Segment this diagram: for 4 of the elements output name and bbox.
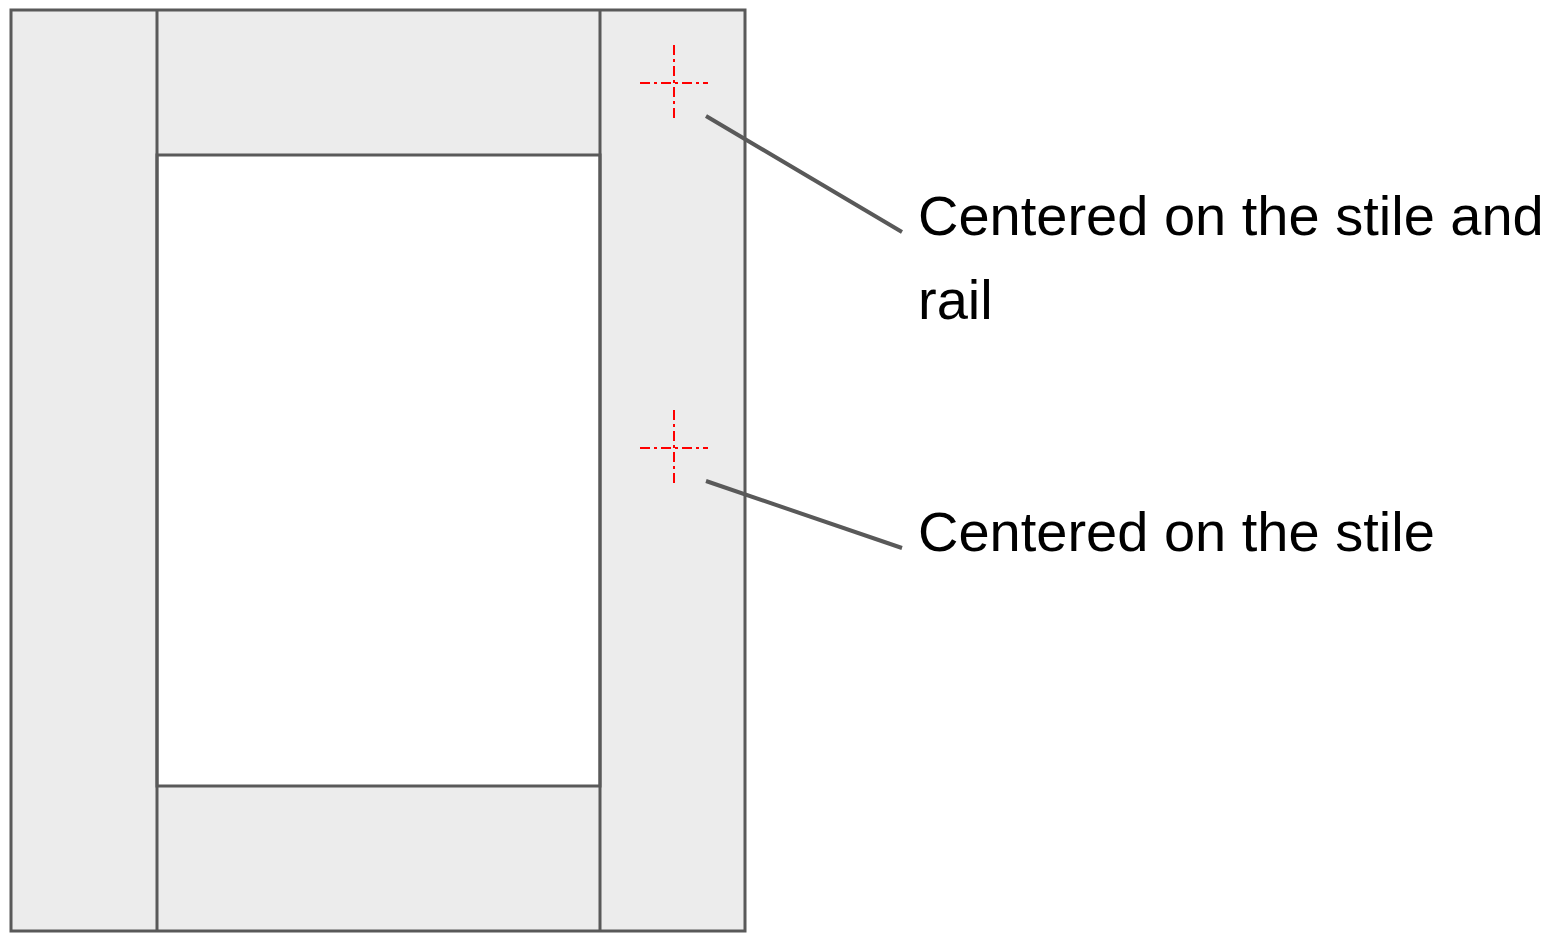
callout-text: Centered on the stile and rail <box>918 183 1545 333</box>
leader-line <box>705 479 903 550</box>
callout-text: Centered on the stile <box>918 499 1436 565</box>
leader-line <box>704 114 904 234</box>
